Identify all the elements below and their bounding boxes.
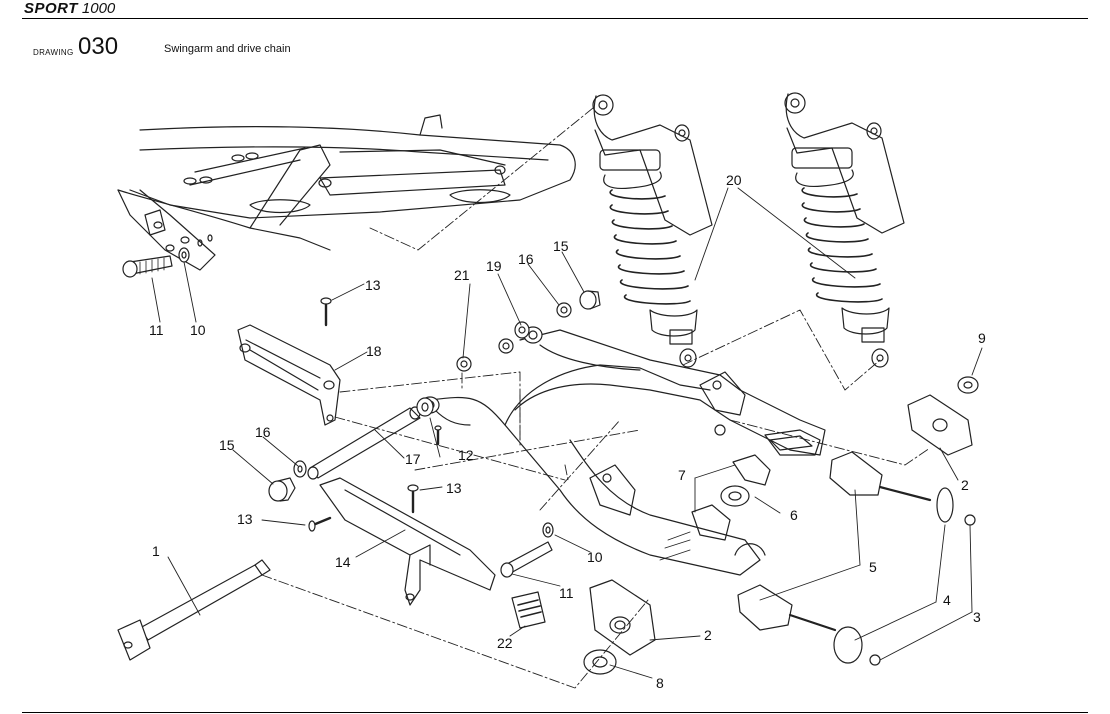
wheel-axle [117, 559, 271, 661]
top-rule [22, 18, 1088, 19]
callout-13: 13 [365, 277, 381, 293]
chain-adjusters [583, 376, 979, 675]
screws [308, 297, 442, 532]
assembly-lines [261, 107, 931, 689]
callout-22: 22 [497, 635, 513, 651]
chain-guard-upper [237, 324, 341, 426]
bushing-caps-left [268, 460, 307, 502]
callout-3: 3 [973, 609, 981, 625]
callout-20: 20 [726, 172, 742, 188]
callout-10: 10 [190, 322, 206, 338]
drawing-description: Swingarm and drive chain [164, 43, 291, 55]
callout-6: 6 [790, 507, 798, 523]
shock-absorber-right [784, 92, 905, 368]
model-number: 1000 [81, 0, 116, 17]
callout-12: 12 [458, 447, 474, 463]
callout-11: 11 [149, 322, 164, 338]
model-name: SPORT [24, 0, 78, 17]
callout-15: 15 [219, 437, 235, 453]
shock-absorber-left [592, 94, 713, 368]
callout-18: 18 [366, 343, 382, 359]
callout-4: 4 [943, 592, 951, 608]
callout-labels: 1 2 2 3 4 5 6 7 8 9 10 10 11 11 12 13 13… [149, 172, 986, 691]
callout-2: 2 [961, 477, 969, 493]
chain-guard-lower [319, 477, 496, 606]
callout-16: 16 [255, 424, 271, 440]
callout-9: 9 [978, 330, 986, 346]
bottom-rule [22, 712, 1088, 713]
callout-10: 10 [587, 549, 603, 565]
callout-16: 16 [518, 251, 534, 267]
callout-13: 13 [237, 511, 253, 527]
callout-17: 17 [405, 451, 421, 467]
bushing-caps-top [456, 290, 601, 372]
callout-21: 21 [454, 267, 470, 283]
drawing-label: DRAWING [33, 48, 74, 57]
callout-8: 8 [656, 675, 664, 691]
swingarm [420, 326, 826, 576]
drawing-number: 030 [78, 33, 119, 60]
callout-11: 11 [559, 585, 574, 601]
sticker [511, 591, 546, 629]
callout-14: 14 [335, 554, 351, 570]
pivot-bolt-mid [500, 522, 554, 578]
frame-section [117, 114, 576, 278]
callout-15: 15 [553, 238, 569, 254]
callout-5: 5 [869, 559, 877, 575]
callout-19: 19 [486, 258, 502, 274]
callout-2: 2 [704, 627, 712, 643]
callout-13: 13 [446, 480, 462, 496]
callout-7: 7 [678, 467, 686, 483]
leader-lines [151, 187, 983, 679]
callout-1: 1 [152, 543, 160, 559]
